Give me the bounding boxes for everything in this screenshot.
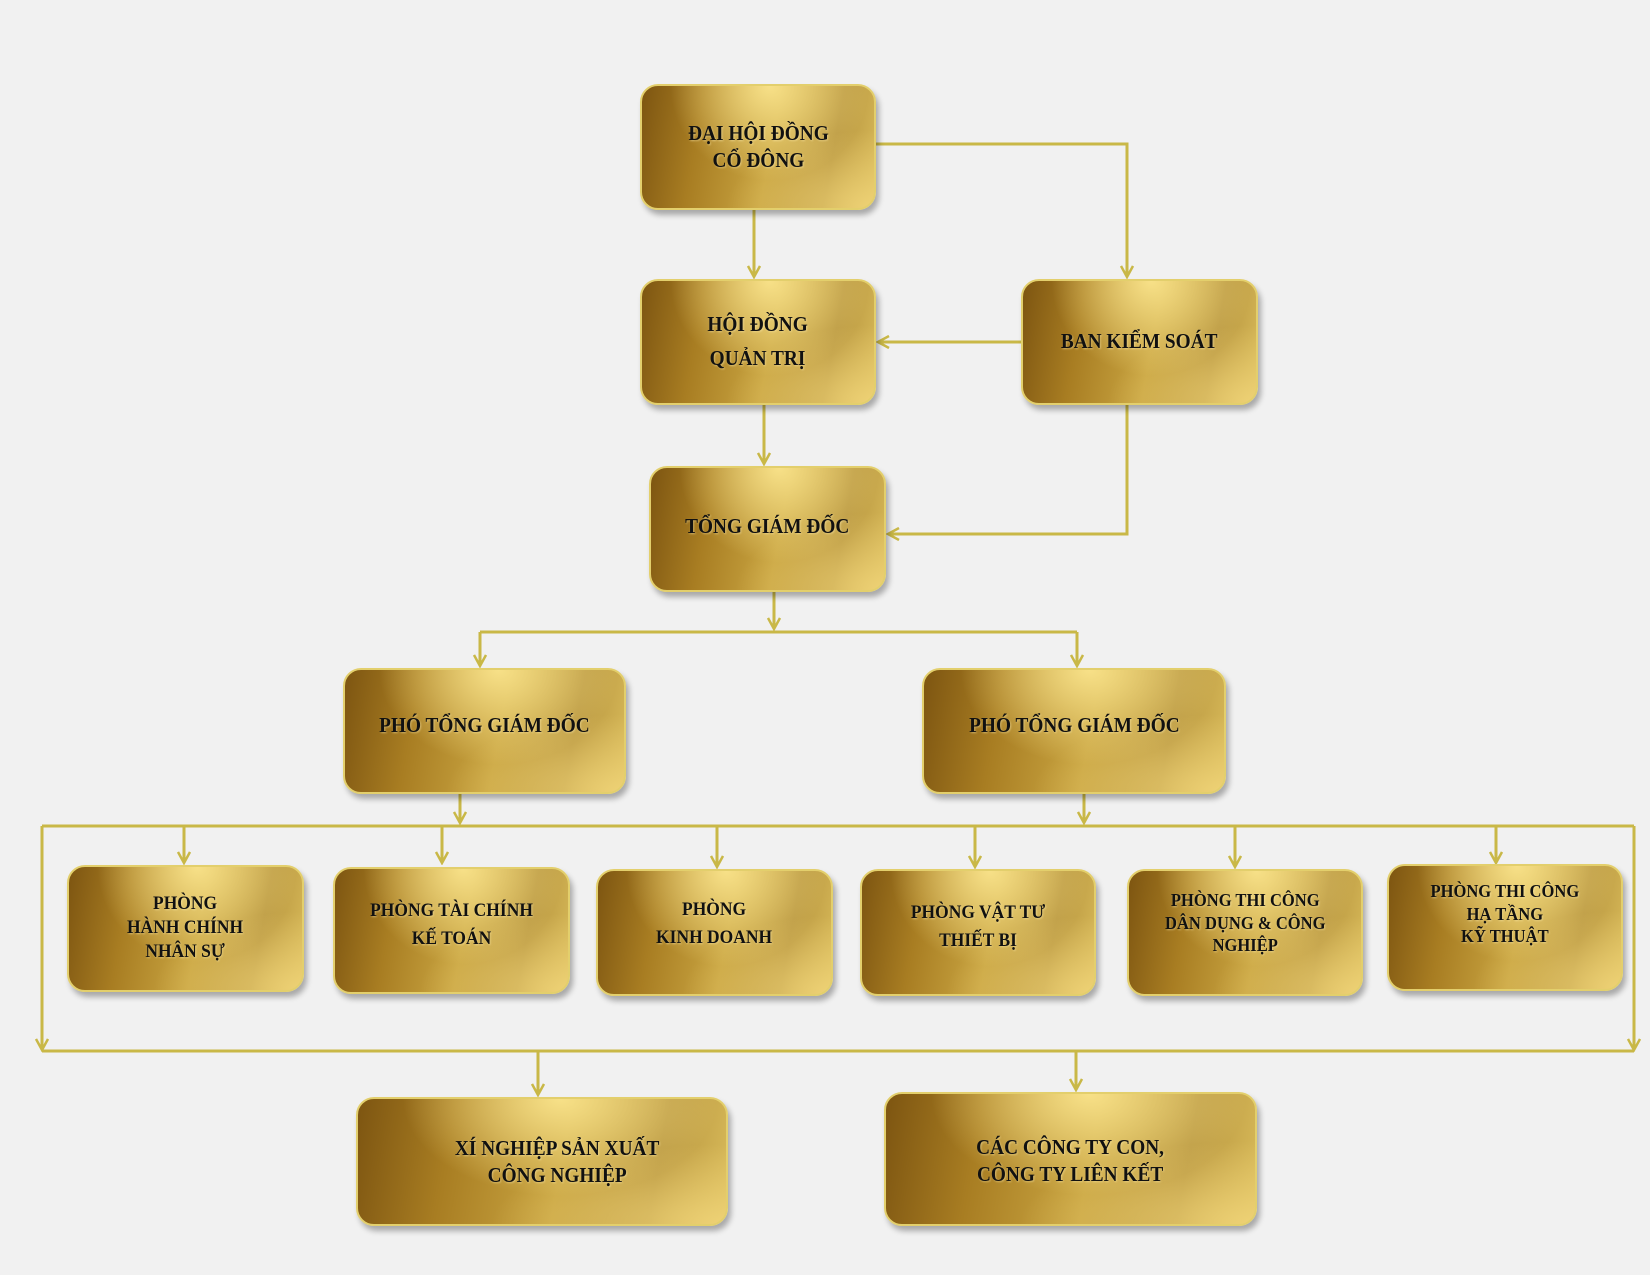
- dept-hr: PHÒNG HÀNH CHÍNH NHÂN SỰ: [67, 865, 304, 992]
- node-label: HỘI ĐỒNG QUẢN TRỊ: [707, 312, 809, 370]
- node-label: CÁC CÔNG TY CON, CÔNG TY LIÊN KẾT: [976, 1135, 1165, 1187]
- dept-sales: PHÒNG KINH DOANH: [596, 869, 833, 996]
- node-label: TỔNG GIÁM ĐỐC: [685, 514, 850, 538]
- node-label: PHÒNG VẬT TƯ THIẾT BỊ: [910, 902, 1046, 951]
- dept-finance: PHÒNG TÀI CHÍNH KẾ TOÁN: [333, 867, 570, 994]
- node-label: ĐẠI HỘI ĐỒNG CỔ ĐÔNG: [687, 120, 829, 172]
- node-label: PHÒNG THI CÔNG HẠ TẦNG KỸ THUẬT: [1430, 881, 1580, 946]
- node-label: PHÓ TỔNG GIÁM ĐỐC: [968, 713, 1180, 737]
- dept-civil-construction: PHÒNG THI CÔNG DÂN DỤNG & CÔNG NGHIỆP: [1127, 869, 1363, 996]
- node-label: PHÒNG THI CÔNG DÂN DỤNG & CÔNG NGHIỆP: [1164, 890, 1326, 955]
- node-board: HỘI ĐỒNG QUẢN TRỊ: [640, 279, 876, 405]
- node-label: PHÓ TỔNG GIÁM ĐỐC: [379, 713, 590, 737]
- node-label: PHÒNG KINH DOANH: [656, 899, 773, 948]
- node-label: PHÒNG TÀI CHÍNH KẾ TOÁN: [370, 900, 533, 949]
- dept-infrastructure: PHÒNG THI CÔNG HẠ TẦNG KỸ THUẬT: [1387, 864, 1623, 991]
- link-supervisory-ceo: [888, 405, 1129, 534]
- node-supervisory: BAN KIỂM SOÁT: [1021, 279, 1258, 405]
- node-subsidiaries: CÁC CÔNG TY CON, CÔNG TY LIÊN KẾT: [884, 1092, 1257, 1226]
- node-factory: XÍ NGHIỆP SẢN XUẤT CÔNG NGHIỆP: [356, 1097, 728, 1226]
- node-label: PHÒNG HÀNH CHÍNH NHÂN SỰ: [127, 893, 244, 962]
- node-label: XÍ NGHIỆP SẢN XUẤT CÔNG NGHIỆP: [454, 1136, 660, 1188]
- link-shareholders-supervisory: [876, 142, 1127, 277]
- dept-materials: PHÒNG VẬT TƯ THIẾT BỊ: [860, 869, 1096, 996]
- node-deputy-ceo-2: PHÓ TỔNG GIÁM ĐỐC: [922, 668, 1226, 794]
- node-ceo: TỔNG GIÁM ĐỐC: [649, 466, 886, 592]
- node-shareholders: ĐẠI HỘI ĐỒNG CỔ ĐÔNG: [640, 84, 876, 210]
- node-label: BAN KIỂM SOÁT: [1061, 329, 1218, 354]
- node-deputy-ceo-1: PHÓ TỔNG GIÁM ĐỐC: [343, 668, 626, 794]
